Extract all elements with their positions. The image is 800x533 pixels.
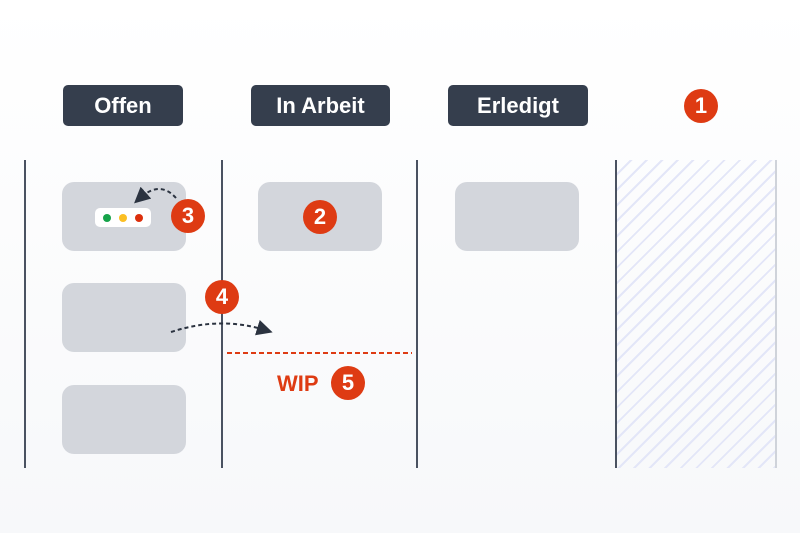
badge-2: 2	[303, 200, 337, 234]
column-divider	[615, 160, 617, 468]
column-divider	[24, 160, 26, 468]
card[interactable]	[455, 182, 579, 251]
status-indicator	[95, 208, 151, 227]
card[interactable]	[62, 283, 186, 352]
reorder-arrow-icon	[134, 186, 177, 204]
yellow-dot-icon	[119, 213, 127, 222]
badge-1: 1	[684, 89, 718, 123]
red-dot-icon	[135, 213, 143, 222]
column-divider	[775, 160, 777, 468]
badge-5: 5	[331, 366, 365, 400]
wip-label: WIP	[277, 371, 319, 396]
new-column-area	[617, 160, 775, 468]
badge-4: 4	[205, 280, 239, 314]
green-dot-icon	[103, 213, 111, 222]
column-divider	[416, 160, 418, 468]
badge-3: 3	[171, 199, 205, 233]
column-header-erledigt: Erledigt	[448, 85, 588, 126]
column-header-offen: Offen	[63, 85, 183, 126]
column-header-in-arbeit: In Arbeit	[251, 85, 390, 126]
column-divider	[221, 160, 223, 468]
card[interactable]	[62, 385, 186, 454]
move-arrow-icon	[170, 319, 273, 336]
